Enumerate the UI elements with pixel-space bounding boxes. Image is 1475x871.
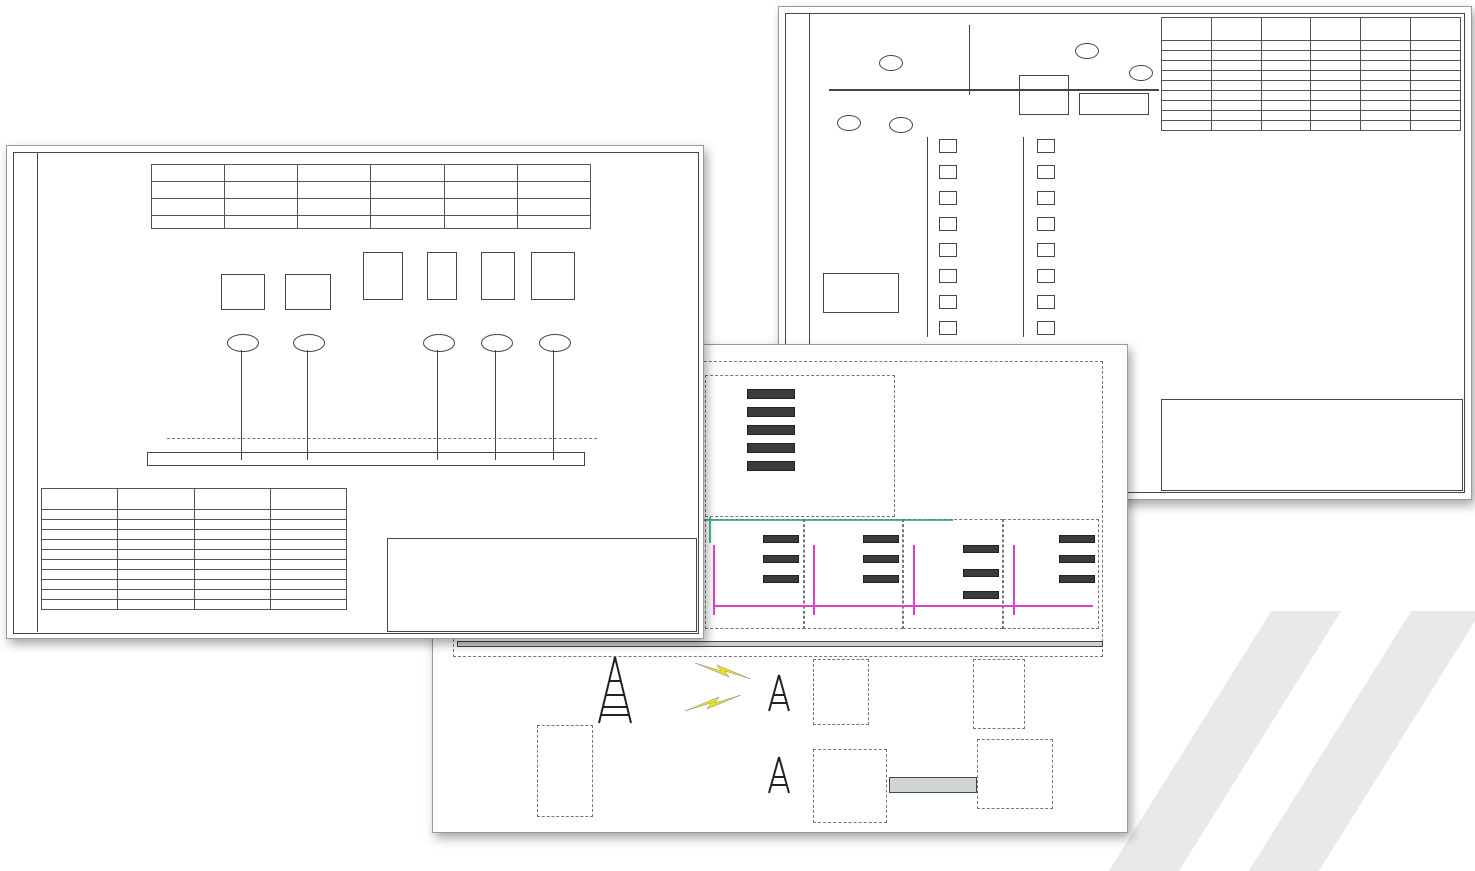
io-module bbox=[863, 555, 899, 563]
remote-site bbox=[977, 739, 1053, 809]
io-module bbox=[963, 591, 999, 599]
signal-wiring bbox=[913, 545, 915, 615]
param-symbol bbox=[939, 139, 957, 153]
io-module bbox=[863, 535, 899, 543]
param-symbol bbox=[1037, 139, 1055, 153]
drawing-frame bbox=[13, 152, 699, 634]
signal-wiring bbox=[1013, 545, 1015, 615]
cable-table bbox=[40, 488, 348, 610]
cable-line bbox=[437, 350, 438, 460]
instrument-symbol bbox=[293, 334, 325, 352]
io-module bbox=[963, 569, 999, 577]
param-symbol bbox=[939, 191, 957, 205]
param-symbol bbox=[939, 295, 957, 309]
signal-wiring bbox=[713, 605, 1093, 607]
cable-line bbox=[307, 350, 308, 460]
instrument-symbol bbox=[837, 115, 861, 131]
server-unit bbox=[747, 407, 795, 417]
param-symbol bbox=[939, 217, 957, 231]
io-module bbox=[1059, 575, 1095, 583]
equipment-block bbox=[1019, 75, 1069, 115]
device-block bbox=[363, 252, 403, 300]
cable-line bbox=[241, 350, 242, 460]
radio-tower-icon bbox=[767, 673, 791, 713]
param-symbol bbox=[939, 165, 957, 179]
server-unit bbox=[747, 461, 795, 471]
server-unit bbox=[747, 443, 795, 453]
server-block bbox=[823, 273, 899, 313]
io-module bbox=[863, 575, 899, 583]
param-symbol bbox=[1037, 243, 1055, 257]
io-module bbox=[1059, 555, 1095, 563]
network-link bbox=[709, 517, 711, 543]
device-block bbox=[531, 252, 575, 300]
cable-line bbox=[553, 350, 554, 460]
cabinet-group bbox=[1003, 519, 1099, 629]
server-unit bbox=[747, 389, 795, 399]
parameter-table bbox=[150, 164, 592, 229]
radio-tower-icon bbox=[595, 655, 635, 725]
param-symbol bbox=[1037, 295, 1055, 309]
instrument-symbol bbox=[1129, 65, 1153, 81]
instrument-symbol bbox=[539, 334, 571, 352]
signal-wiring bbox=[713, 545, 715, 615]
param-symbol bbox=[1037, 191, 1055, 205]
device-block bbox=[481, 252, 515, 300]
pipeline-line bbox=[829, 89, 1159, 91]
io-module bbox=[1059, 535, 1095, 543]
cabinet-group bbox=[803, 519, 903, 629]
sheet-connection-scheme[interactable] bbox=[6, 145, 704, 639]
tank-block bbox=[1079, 93, 1149, 115]
cabinet-bar bbox=[147, 452, 585, 466]
remote-site bbox=[813, 749, 887, 823]
io-module bbox=[963, 545, 999, 553]
connection-arrow bbox=[889, 777, 977, 793]
network-link bbox=[703, 519, 953, 521]
radio-link-icon bbox=[683, 691, 743, 720]
instrument-symbol bbox=[889, 117, 913, 133]
server-unit bbox=[747, 425, 795, 435]
instrument-symbol bbox=[227, 334, 259, 352]
radio-tower-icon bbox=[767, 755, 791, 795]
title-block bbox=[1161, 399, 1463, 491]
param-symbol bbox=[939, 321, 957, 335]
param-symbol bbox=[1037, 269, 1055, 283]
instrument-symbol bbox=[1075, 43, 1099, 59]
cabinet-group bbox=[705, 519, 805, 629]
instrument-symbol bbox=[481, 334, 513, 352]
io-module bbox=[763, 535, 799, 543]
remote-site bbox=[813, 659, 869, 725]
side-strip-line bbox=[809, 13, 810, 491]
param-symbol bbox=[1037, 217, 1055, 231]
param-symbol bbox=[1037, 165, 1055, 179]
boundary-line bbox=[167, 438, 597, 439]
cable-line bbox=[495, 350, 496, 460]
server-cabinet-area bbox=[705, 375, 895, 517]
signal-wiring bbox=[813, 545, 815, 615]
instrument-symbol bbox=[879, 55, 903, 71]
remote-site bbox=[537, 725, 593, 817]
radio-link-icon bbox=[693, 659, 753, 688]
io-module bbox=[763, 555, 799, 563]
io-module bbox=[763, 575, 799, 583]
remote-site bbox=[973, 659, 1025, 729]
device-block bbox=[427, 252, 457, 300]
signal-bus bbox=[927, 137, 928, 337]
instrument-symbol bbox=[423, 334, 455, 352]
pipeline-riser bbox=[969, 25, 970, 95]
cabinet-group bbox=[903, 519, 1003, 629]
signal-bus bbox=[1023, 137, 1024, 337]
device-block bbox=[221, 274, 265, 310]
side-strip-line bbox=[37, 152, 38, 632]
title-block bbox=[387, 538, 697, 632]
param-symbol bbox=[939, 243, 957, 257]
param-symbol bbox=[1037, 321, 1055, 335]
specification-table bbox=[1161, 17, 1461, 131]
device-block bbox=[285, 274, 331, 310]
field-bus bbox=[457, 641, 1103, 647]
param-symbol bbox=[939, 269, 957, 283]
